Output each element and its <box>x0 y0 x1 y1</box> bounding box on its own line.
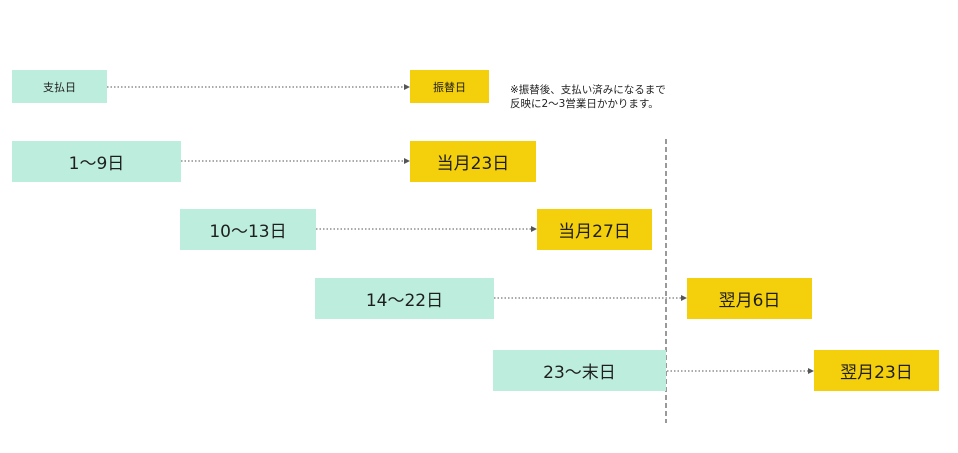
payment-range-2-label: 10～13日 <box>209 222 287 242</box>
payment-range-1: 1～9日 <box>12 141 181 182</box>
payment-range-4-label: 23～末日 <box>543 363 616 383</box>
payment-range-2: 10～13日 <box>180 209 316 250</box>
arrowhead-row-2 <box>531 226 537 232</box>
payment-date-header-label: 支払日 <box>43 80 76 94</box>
processing-note: ※振替後、支払い済みになるまで 反映に2～3営業日かかります。 <box>510 83 666 111</box>
arrowhead-row-4 <box>808 368 814 374</box>
processing-note-line-1: ※振替後、支払い済みになるまで <box>510 84 666 96</box>
transfer-date-3: 翌月6日 <box>687 278 812 319</box>
transfer-date-1: 当月23日 <box>410 141 536 182</box>
transfer-date-4: 翌月23日 <box>814 350 939 391</box>
payment-date-header: 支払日 <box>12 70 107 103</box>
arrowhead-row-3 <box>681 295 687 301</box>
payment-range-4: 23～末日 <box>493 350 666 391</box>
payment-range-3: 14～22日 <box>315 278 494 319</box>
payment-range-1-label: 1～9日 <box>68 154 125 174</box>
arrowhead-row-1 <box>404 158 410 164</box>
processing-note-line-2: 反映に2～3営業日かかります。 <box>510 98 659 110</box>
transfer-date-3-label: 翌月6日 <box>718 291 781 311</box>
transfer-date-header: 振替日 <box>410 70 489 103</box>
payment-range-3-label: 14～22日 <box>365 291 444 311</box>
transfer-date-1-label: 当月23日 <box>436 154 510 174</box>
transfer-date-4-label: 翌月23日 <box>840 363 913 383</box>
arrowhead-header <box>404 84 410 90</box>
transfer-date-2-label: 当月27日 <box>558 222 631 242</box>
transfer-date-2: 当月27日 <box>537 209 652 250</box>
transfer-date-header-label: 振替日 <box>433 80 466 94</box>
